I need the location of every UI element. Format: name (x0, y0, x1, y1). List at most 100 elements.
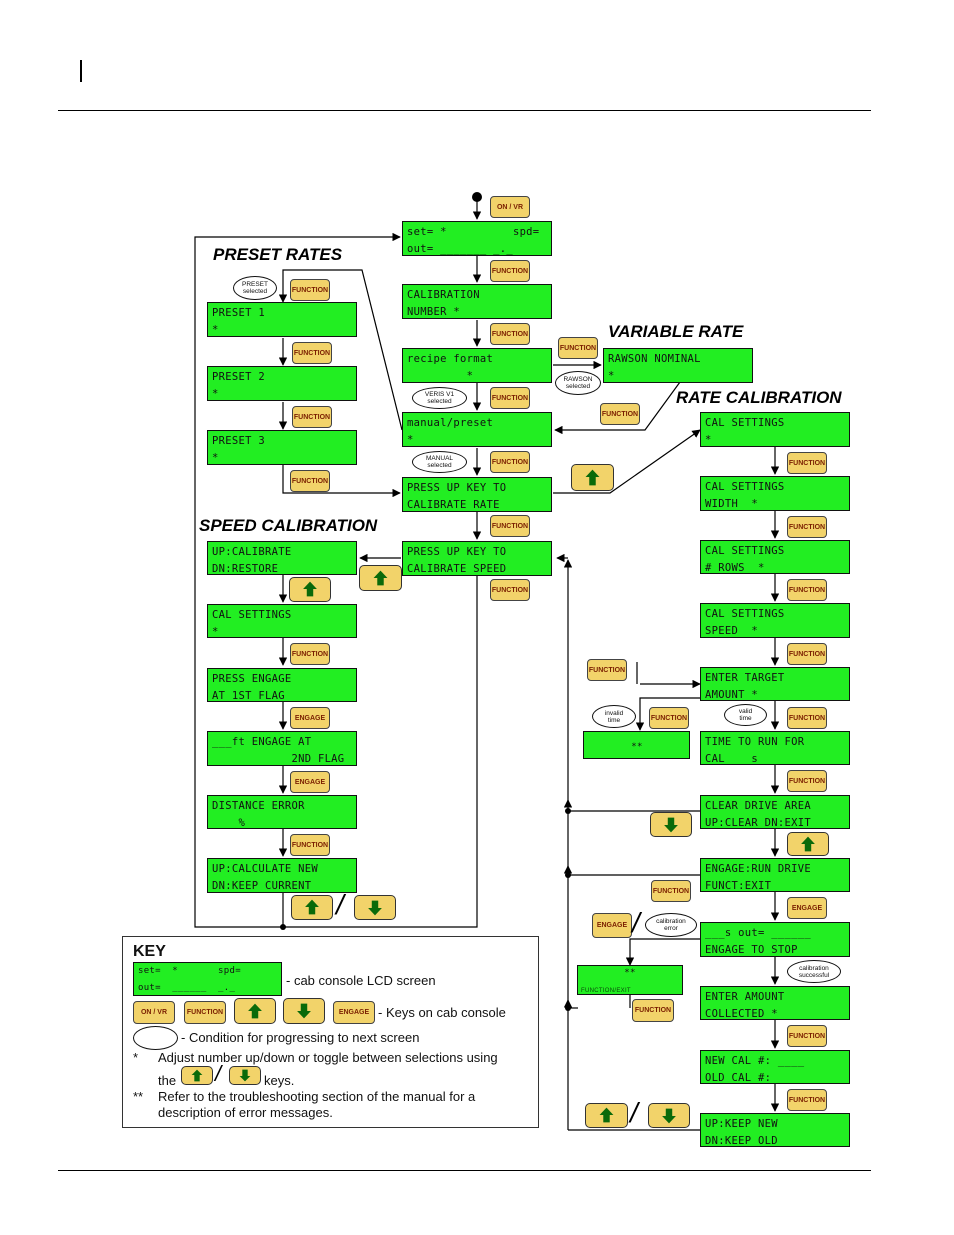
function-key[interactable]: FUNCTION (490, 387, 530, 409)
title-preset-rates: PRESET RATES (213, 245, 343, 264)
function-key[interactable]: FUNCTION (651, 880, 691, 902)
condition-text: calibration (656, 918, 686, 925)
lcd-rawson-nominal: RAWSON NOMINAL * (603, 348, 753, 383)
down-arrow-key[interactable] (354, 895, 396, 920)
function-key[interactable]: FUNCTION (290, 470, 330, 492)
lcd-preset-2: PRESET 2 * (207, 366, 357, 401)
title-speed-calibration: SPEED CALIBRATION (199, 516, 378, 535)
condition-text: selected (242, 288, 268, 295)
legend-note2-line1: Refer to the troubleshooting section of … (158, 1089, 476, 1104)
lcd-line: FUNCTION/EXIT (581, 988, 631, 994)
lcd-line: * (407, 434, 414, 446)
function-key[interactable]: FUNCTION (787, 452, 827, 474)
condition-text: time (607, 716, 621, 724)
engage-key[interactable]: ENGAGE (787, 897, 827, 919)
function-key[interactable]: FUNCTION (600, 403, 640, 425)
legend-engage-key: ENGAGE (333, 1001, 375, 1024)
lcd-line: CALIBRATE SPEED (407, 563, 507, 575)
function-key[interactable]: FUNCTION (292, 406, 332, 428)
legend-note2-line2: description of error messages. (158, 1105, 333, 1120)
legend-up-arrow-small (181, 1066, 213, 1085)
lcd-rc-cal-settings: CAL SETTINGS * (700, 412, 850, 447)
lcd-line: ____% (212, 817, 246, 829)
down-arrow-icon (662, 1108, 676, 1124)
function-key[interactable]: FUNCTION (290, 643, 330, 665)
lcd-calibration-number: CALIBRATION NUMBER * (402, 284, 552, 319)
down-arrow-key[interactable] (648, 1103, 690, 1128)
lcd-line: recipe format (407, 353, 494, 365)
up-arrow-key[interactable] (571, 464, 614, 491)
function-key[interactable]: FUNCTION (292, 342, 332, 364)
up-arrow-key[interactable] (291, 895, 333, 920)
function-key[interactable]: FUNCTION (787, 1025, 827, 1047)
legend-down-arrow-small (229, 1066, 261, 1085)
lcd-line: OLD CAL #: ____ (705, 1072, 805, 1084)
condition-text: MANUAL (425, 455, 454, 462)
down-arrow-key[interactable] (650, 812, 692, 837)
condition-text: time (739, 715, 752, 722)
condition-text: selected (427, 398, 452, 405)
lcd-recipe-format: recipe format * (402, 348, 552, 383)
lcd-line: * (212, 324, 219, 336)
function-key[interactable]: FUNCTION (632, 999, 674, 1022)
up-arrow-icon (599, 1107, 614, 1123)
lcd-rc-width: CAL SETTINGS WIDTH * (700, 476, 850, 511)
engage-key[interactable]: ENGAGE (592, 913, 632, 938)
lcd-error-cal: ** FUNCTION/EXIT (577, 965, 683, 995)
legend-function-key: FUNCTION (184, 1001, 226, 1024)
condition-text: successful (798, 971, 830, 979)
legend-note2-mark: ** (133, 1089, 144, 1104)
function-key[interactable]: FUNCTION (490, 323, 530, 345)
function-key[interactable]: FUNCTION (787, 770, 827, 792)
up-arrow-key[interactable] (289, 577, 331, 602)
on-vr-key[interactable]: ON / VR (490, 196, 530, 218)
function-key[interactable]: FUNCTION (490, 515, 530, 537)
title-variable-rate: VARIABLE RATE (608, 322, 744, 341)
condition-valid-time: valid time (724, 704, 767, 726)
lcd-preset-1: PRESET 1 * (207, 302, 357, 337)
lcd-line: CAL SETTINGS (705, 417, 785, 429)
engage-key[interactable]: ENGAGE (290, 707, 330, 729)
function-key[interactable]: FUNCTION (290, 834, 330, 856)
lcd-press-up-rate: PRESS UP KEY TO CALIBRATE RATE (402, 477, 552, 512)
lcd-rc-rows: CAL SETTINGS # ROWS * (700, 540, 850, 574)
function-key[interactable]: FUNCTION (787, 1089, 827, 1111)
function-key[interactable]: FUNCTION (787, 579, 827, 601)
function-key[interactable]: FUNCTION (787, 643, 827, 665)
lcd-press-up-speed: PRESS UP KEY TO CALIBRATE SPEED (402, 541, 552, 576)
up-arrow-key[interactable] (359, 565, 402, 591)
condition-text: calibration (799, 964, 829, 972)
condition-rawson-selected: RAWSON selected (555, 371, 601, 395)
or-slash: / (215, 1061, 222, 1086)
engage-key[interactable]: ENGAGE (290, 771, 330, 793)
lcd-new-cal: NEW CAL #: ____ OLD CAL #: ____ (700, 1050, 850, 1084)
function-key[interactable]: FUNCTION (558, 337, 598, 359)
up-arrow-icon (373, 570, 388, 586)
condition-manual-selected: MANUAL selected (412, 451, 467, 473)
function-key[interactable]: FUNCTION (290, 279, 330, 301)
function-key[interactable]: FUNCTION (490, 260, 530, 282)
lcd-engage-run: ENGAGE:RUN DRIVE FUNCT:EXIT (700, 858, 850, 892)
title-rate-calibration: RATE CALIBRATION (676, 388, 842, 407)
lcd-speed-cal-settings: CAL SETTINGS * (207, 604, 357, 638)
function-key[interactable]: FUNCTION (587, 659, 627, 681)
legend-on-vr-key: ON / VR (133, 1001, 175, 1024)
legend-note1-the: the (158, 1073, 177, 1088)
lcd-line: PRESS UP KEY TO (407, 482, 507, 494)
up-arrow-key[interactable] (787, 832, 829, 856)
lcd-line: * (212, 388, 219, 400)
lcd-line: out= ______ _._ (138, 983, 236, 993)
up-arrow-icon (585, 469, 600, 486)
function-key[interactable]: FUNCTION (787, 707, 827, 729)
lcd-line: manual/preset (407, 417, 494, 429)
function-key[interactable]: FUNCTION (649, 707, 689, 729)
lcd-line: * (608, 370, 615, 382)
up-arrow-icon (305, 899, 319, 915)
function-key[interactable]: FUNCTION (490, 579, 530, 601)
function-key[interactable]: FUNCTION (787, 516, 827, 538)
lcd-clear-drive: CLEAR DRIVE AREA UP:CLEAR DN:EXIT (700, 795, 850, 829)
up-arrow-key[interactable] (585, 1103, 628, 1128)
lcd-line: set= * spd= (407, 226, 540, 238)
function-key[interactable]: FUNCTION (490, 451, 530, 473)
